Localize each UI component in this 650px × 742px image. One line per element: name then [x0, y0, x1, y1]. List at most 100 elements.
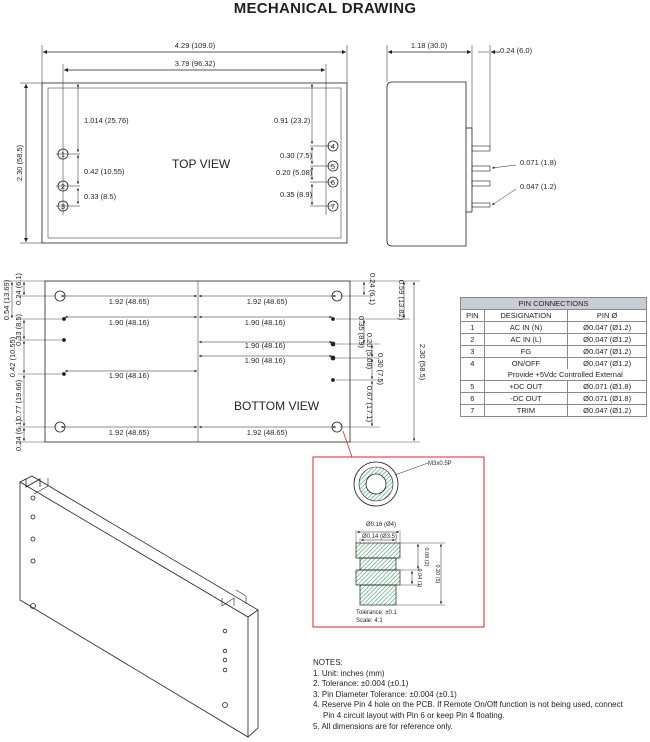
bottom-pin-3	[62, 372, 66, 376]
dim-b-r-030: 0.30 (7.5)	[376, 353, 385, 386]
side-view-body	[386, 81, 467, 247]
dim-b-r-020: 0.20 (5.08)	[365, 333, 374, 370]
note-item: 5. All dimensions are for reference only…	[313, 721, 453, 731]
cell-dia: Ø0.047 (Ø1.2)	[567, 333, 647, 346]
cell-designation: AC IN (L)	[483, 333, 569, 346]
bottom-pin-4	[331, 317, 335, 321]
side-view	[386, 45, 517, 247]
bottom-pin-7	[331, 378, 335, 382]
cell-designation: +DC OUT	[483, 380, 569, 393]
table-row-note: Provide +5Vdc Controlled External	[460, 369, 648, 381]
isometric-view	[19, 475, 259, 738]
dim-b-r-067: 0.67 (17.1)	[365, 386, 374, 423]
dim-b-top-right: 1.92 (48.65)	[247, 297, 288, 306]
dim-d-outer: Ø0.16 (Ø4)	[366, 522, 396, 528]
pin-3-marker	[57, 200, 69, 212]
dim-h-02: 0.08 (2)	[423, 548, 429, 567]
thread-spec: M3x0.5P	[428, 461, 452, 467]
side-pin-b	[471, 165, 491, 172]
top-view-text: 4.29 (109.0) 3.79 (96.32) 2.30 (58.5) 1.…	[15, 41, 335, 211]
bottom-pin-1	[62, 317, 66, 321]
dim-b-l-077: 0.77 (19.66)	[14, 379, 23, 420]
cell-designation: FG	[483, 345, 569, 358]
dim-b-row2-right: 1.90 (48.16)	[245, 318, 286, 327]
cell-pin: 3	[460, 345, 485, 358]
dim-h-total: 0.20 (5)	[434, 565, 440, 584]
pin-5-marker	[327, 160, 339, 172]
iso-board	[19, 481, 249, 738]
cell-designation: TRIM	[483, 404, 569, 417]
bottom-view-outline	[44, 280, 351, 443]
note-item: 3. Pin Diameter Tolerance: ±0.004 (±0.1)	[313, 689, 457, 699]
dim-pin5-6: 0.20 (5.08)	[276, 168, 313, 177]
cell-dia: Ø0.071 (Ø1.8)	[567, 380, 647, 393]
cell-pin: 2	[460, 333, 485, 346]
detail-text: M3x0.5P Ø0.16 (Ø4) Ø0.14 (Ø3.5) 0.08 (2)…	[356, 461, 452, 624]
note-item: 2. Tolerance: ±0.004 (±0.1)	[313, 679, 409, 689]
cell-pin: 4	[460, 357, 485, 369]
dim-pin-dia-small: 0.047 (1.2)	[520, 182, 557, 191]
col-header-designation: DESIGNATION	[483, 309, 569, 322]
pin-4-marker	[327, 140, 339, 152]
dim-b-row4-right: 1.90 (48.16)	[245, 356, 286, 365]
cell-dia: Ø0.047 (Ø1.2)	[567, 404, 647, 417]
pin-4-number: 4	[331, 142, 335, 151]
top-view-outline	[41, 82, 348, 244]
dim-b-r-total: 0.59 (13.82)	[397, 280, 406, 321]
thread-insert-detail	[312, 430, 485, 628]
dim-b-bottom-left: 1.92 (48.65)	[109, 428, 150, 437]
dim-b-l-024: 0.24 (6.1)	[14, 272, 23, 305]
dim-right-pin-offset: 0.91 (23.2)	[274, 116, 311, 125]
bottom-view-label: BOTTOM VIEW	[234, 399, 320, 413]
bottom-pin-2	[62, 338, 66, 342]
bottom-view	[4, 280, 420, 443]
pin-2-number: 2	[61, 182, 65, 191]
dim-h-04: 0.04 (1)	[416, 569, 422, 588]
bottom-pin-5	[330, 341, 336, 347]
dim-b-l-024b: 0.24 (6.1)	[14, 418, 23, 451]
dim-b-bottom-right: 1.92 (48.65)	[247, 428, 288, 437]
dim-b-r-024: 0.24 (6.1)	[368, 273, 377, 306]
cell-dia: Ø0.047 (Ø1.2)	[567, 357, 647, 369]
dim-b-l-033: 0.33 (8.5)	[14, 313, 23, 346]
dim-pin2-3: 0.33 (8.5)	[84, 192, 117, 201]
side-pin-a	[471, 145, 491, 152]
pin-5-number: 5	[331, 162, 335, 171]
cell-dia: Ø0.071 (Ø1.8)	[567, 392, 647, 405]
cell-row4-note: Provide +5Vdc Controlled External	[483, 369, 648, 381]
cell-pin: 7	[460, 404, 485, 417]
bottom-view-text: 1.92 (48.65) 1.92 (48.65) 1.90 (48.16) 1…	[2, 272, 427, 451]
pin-1-marker	[57, 148, 69, 160]
dim-b-row2-left: 1.90 (48.16)	[109, 318, 150, 327]
cell-dia: Ø0.047 (Ø1.2)	[567, 345, 647, 358]
detail-frame	[312, 456, 485, 628]
dim-b-r-height: 2.30 (58.5)	[418, 344, 427, 381]
col-header-pin-dia: PIN Ø	[567, 309, 647, 322]
dim-inner-width: 3.79 (96.32)	[175, 59, 216, 68]
cell-designation: ON/OFF	[483, 357, 569, 369]
col-header-pin: PIN	[460, 309, 485, 322]
dim-left-pin-offset: 1.014 (25.76)	[84, 116, 129, 125]
dim-b-top-left: 1.92 (48.65)	[109, 297, 150, 306]
dim-height: 2.30 (58.5)	[15, 144, 24, 181]
top-view-inner-outline	[47, 87, 342, 239]
dim-b-row5-left: 1.90 (48.16)	[109, 371, 150, 380]
dim-b-row3-right: 1.90 (48.16)	[245, 341, 286, 350]
cell-pin: 6	[460, 392, 485, 405]
side-view-text: 1.18 (30.0) 0.24 (6.0) 0.071 (1.8) 0.047…	[411, 41, 557, 191]
cell-designation: -DC OUT	[483, 392, 569, 405]
top-view	[20, 45, 348, 244]
dim-overall-width: 4.29 (109.0)	[175, 41, 216, 50]
pin-3-number: 3	[61, 202, 65, 211]
side-pin-c	[471, 180, 491, 187]
bottom-pin-6	[330, 355, 336, 361]
pin-7-marker	[327, 200, 339, 212]
